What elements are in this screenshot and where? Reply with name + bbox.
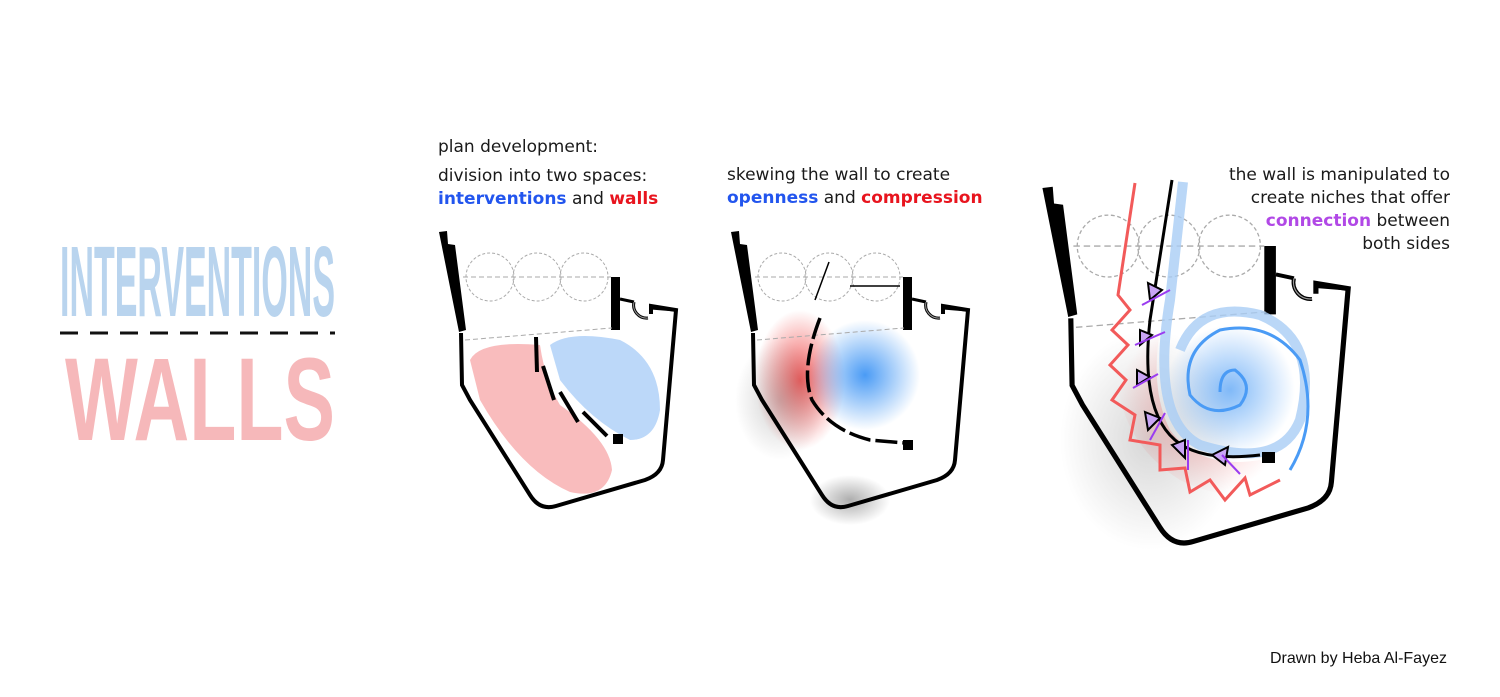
and-text: and: [566, 189, 610, 209]
compression-label: compression: [861, 188, 983, 208]
panel-1-line2: division into two spaces:: [438, 166, 648, 186]
panel-1-heading: plan development:: [438, 137, 598, 157]
plan-panel-1: [437, 229, 678, 510]
walls-label: walls: [609, 189, 659, 209]
and-text: and: [818, 188, 862, 208]
between-text: between: [1371, 211, 1450, 231]
panel-2-line1: skewing the wall to create: [727, 165, 951, 185]
connection-label: connection: [1265, 211, 1372, 231]
plan-panel-3: [1042, 179, 1348, 550]
title-graphic: INTERVENTIONS WALLS: [60, 226, 335, 466]
interventions-title: INTERVENTIONS: [60, 226, 335, 338]
interventions-label: interventions: [438, 189, 567, 209]
dividing-walls: [534, 336, 609, 438]
openness-label: openness: [727, 188, 819, 208]
plan-panel-2: [729, 229, 970, 525]
panel-3-line2: create niches that offer: [1250, 188, 1450, 208]
panel-1-line3: interventions and walls: [438, 188, 658, 211]
interventions-zone: [550, 336, 660, 440]
panel-3-line4: both sides: [1362, 234, 1450, 254]
walls-title: WALLS: [65, 334, 335, 466]
panel-3-line1: the wall is manipulated to: [1228, 165, 1450, 185]
walls-zone: [470, 344, 612, 494]
panel-3-line3: connection between: [1266, 210, 1450, 233]
author-credit: Drawn by Heba Al-Fayez: [1270, 650, 1447, 667]
panel-2-line2: openness and compression: [727, 187, 983, 210]
